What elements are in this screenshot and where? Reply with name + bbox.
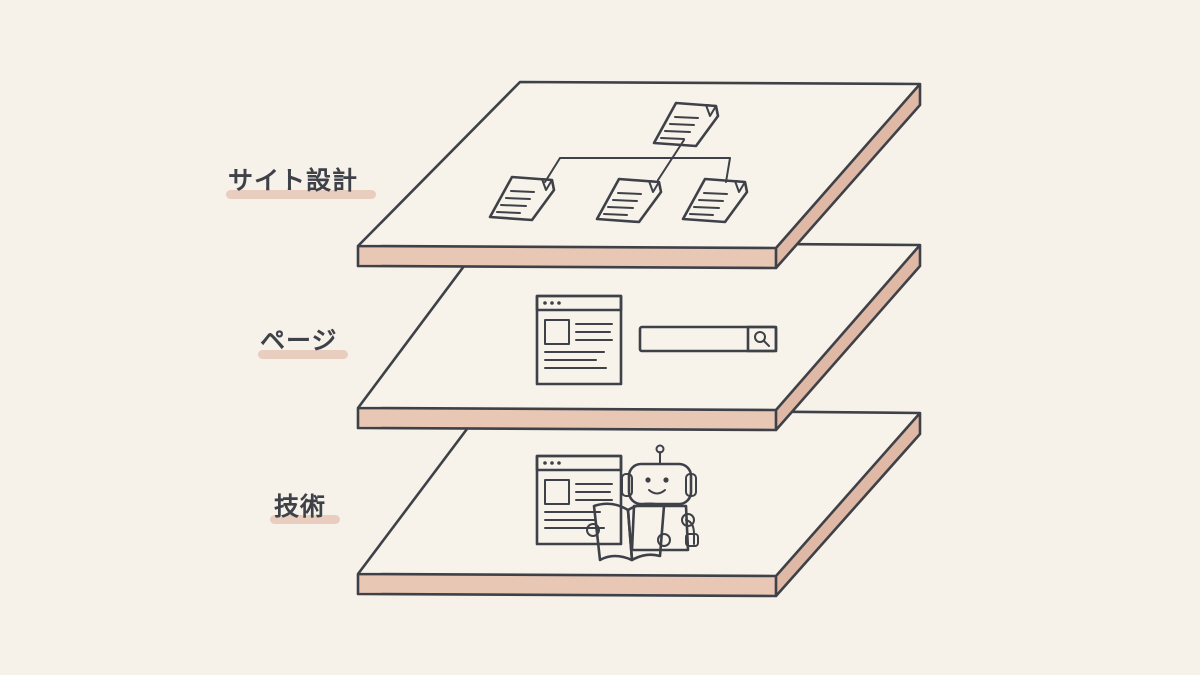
layer-label-site-design: サイト設計 [228, 166, 359, 195]
sitemap-connectors [544, 139, 731, 183]
document-icon [681, 177, 749, 224]
robot-eye [663, 477, 669, 483]
plate-edge-front [358, 574, 776, 596]
plate-site-design [356, 80, 922, 270]
text-lines [544, 323, 613, 369]
plate-top [358, 242, 920, 410]
document-icon [652, 101, 720, 148]
robot-smile [648, 489, 666, 495]
robot-ear-left [621, 473, 633, 497]
robot-hand-right [657, 533, 671, 547]
sitemap-illustration [488, 101, 749, 224]
robot-shoulder [681, 513, 695, 527]
browser-dot-icon [543, 461, 547, 465]
robot-eye [645, 477, 651, 483]
plate-page [356, 240, 922, 432]
document-icon [488, 175, 556, 222]
book-right-page [626, 502, 666, 562]
text-lines [544, 483, 613, 529]
browser-dot-icon [550, 461, 554, 465]
plate-top [358, 82, 920, 248]
browser-dot-icon [543, 301, 547, 305]
image-placeholder-icon [544, 319, 570, 345]
browser-dot-icon [550, 301, 554, 305]
plate-edge-front [358, 246, 776, 268]
image-placeholder-icon [544, 479, 570, 505]
search-button [746, 325, 778, 353]
plate-outline [356, 80, 922, 270]
robot-body [630, 504, 690, 552]
label-underline-tech [270, 515, 340, 524]
document-icon [595, 177, 663, 224]
browser-title-bar [535, 454, 623, 472]
browser-title-bar [535, 294, 623, 312]
browser-dot-icon [557, 301, 561, 305]
robot-elbow [685, 533, 699, 547]
robot-hand-left [586, 523, 600, 537]
plate-edge-side [776, 84, 920, 268]
browser-dot-icon [557, 461, 561, 465]
plate-technology [356, 407, 922, 598]
search-icon [754, 331, 770, 347]
label-underline-site [226, 190, 376, 199]
robot-reading-webpage-illustration [535, 444, 699, 562]
plate-edge-front [358, 408, 776, 430]
robot-antenna-tip [655, 444, 665, 454]
layer-label-technology: 技術 [274, 492, 327, 521]
layer-label-page: ページ [260, 326, 338, 355]
webpage-and-search-illustration [535, 294, 778, 386]
plate-edge-side [776, 413, 920, 596]
plate-edge-side [776, 245, 920, 430]
label-underline-page [258, 350, 348, 359]
plate-top [358, 409, 920, 576]
